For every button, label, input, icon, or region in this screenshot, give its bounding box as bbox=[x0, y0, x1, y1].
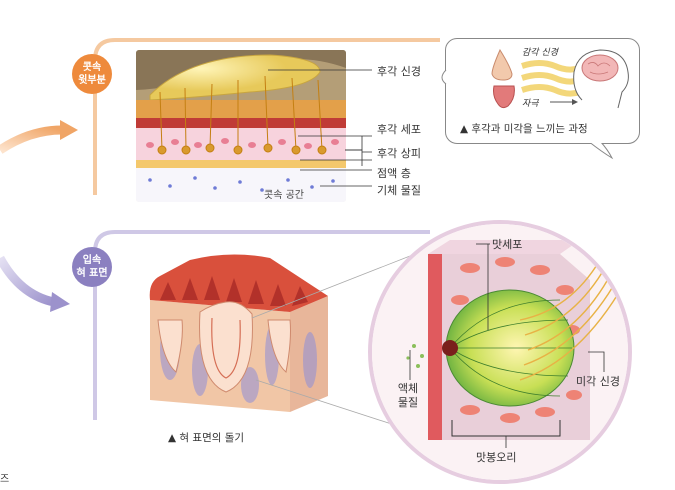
brain-icon bbox=[581, 54, 619, 82]
edge-text-fragment: 즈 bbox=[0, 474, 10, 485]
nose-icon bbox=[491, 48, 513, 81]
olfactory-cells bbox=[157, 75, 327, 155]
label-taste-cell: 맛세포 bbox=[492, 238, 523, 251]
orange-arrow-head bbox=[60, 120, 78, 140]
label-mucus-layer: 점액 층 bbox=[377, 167, 411, 180]
bubble-caption: ▲ 후각과 미각을 느끼는 과정 bbox=[460, 123, 588, 135]
label-taste-bud: 맛봉오리 bbox=[476, 451, 517, 464]
label-sensory-nerve: 감각 신경 bbox=[522, 48, 558, 58]
label-gas-substance: 기체 물질 bbox=[377, 184, 421, 197]
label-olfactory-epithelium: 후각 상피 bbox=[377, 147, 421, 160]
label-liquid-substance: 액체 물질 bbox=[397, 382, 419, 409]
tongue-caption: ▲ 혀 표면의 돌기 bbox=[168, 432, 245, 444]
label-taste-nerve: 미각 신경 bbox=[576, 375, 620, 388]
purple-arrow bbox=[0, 255, 56, 307]
orange-arrow bbox=[0, 125, 63, 154]
label-olfactory-cell: 후각 세포 bbox=[377, 123, 421, 136]
purple-arrow-head bbox=[50, 292, 70, 312]
tongue-icon bbox=[493, 85, 515, 109]
epithelium-nuclei bbox=[146, 138, 339, 149]
gas-molecules bbox=[148, 176, 335, 192]
label-nasal-cavity: 콧속 공간 bbox=[264, 190, 304, 201]
label-olfactory-nerve: 후각 신경 bbox=[377, 65, 421, 78]
label-stimulus: 자극 bbox=[522, 99, 539, 109]
